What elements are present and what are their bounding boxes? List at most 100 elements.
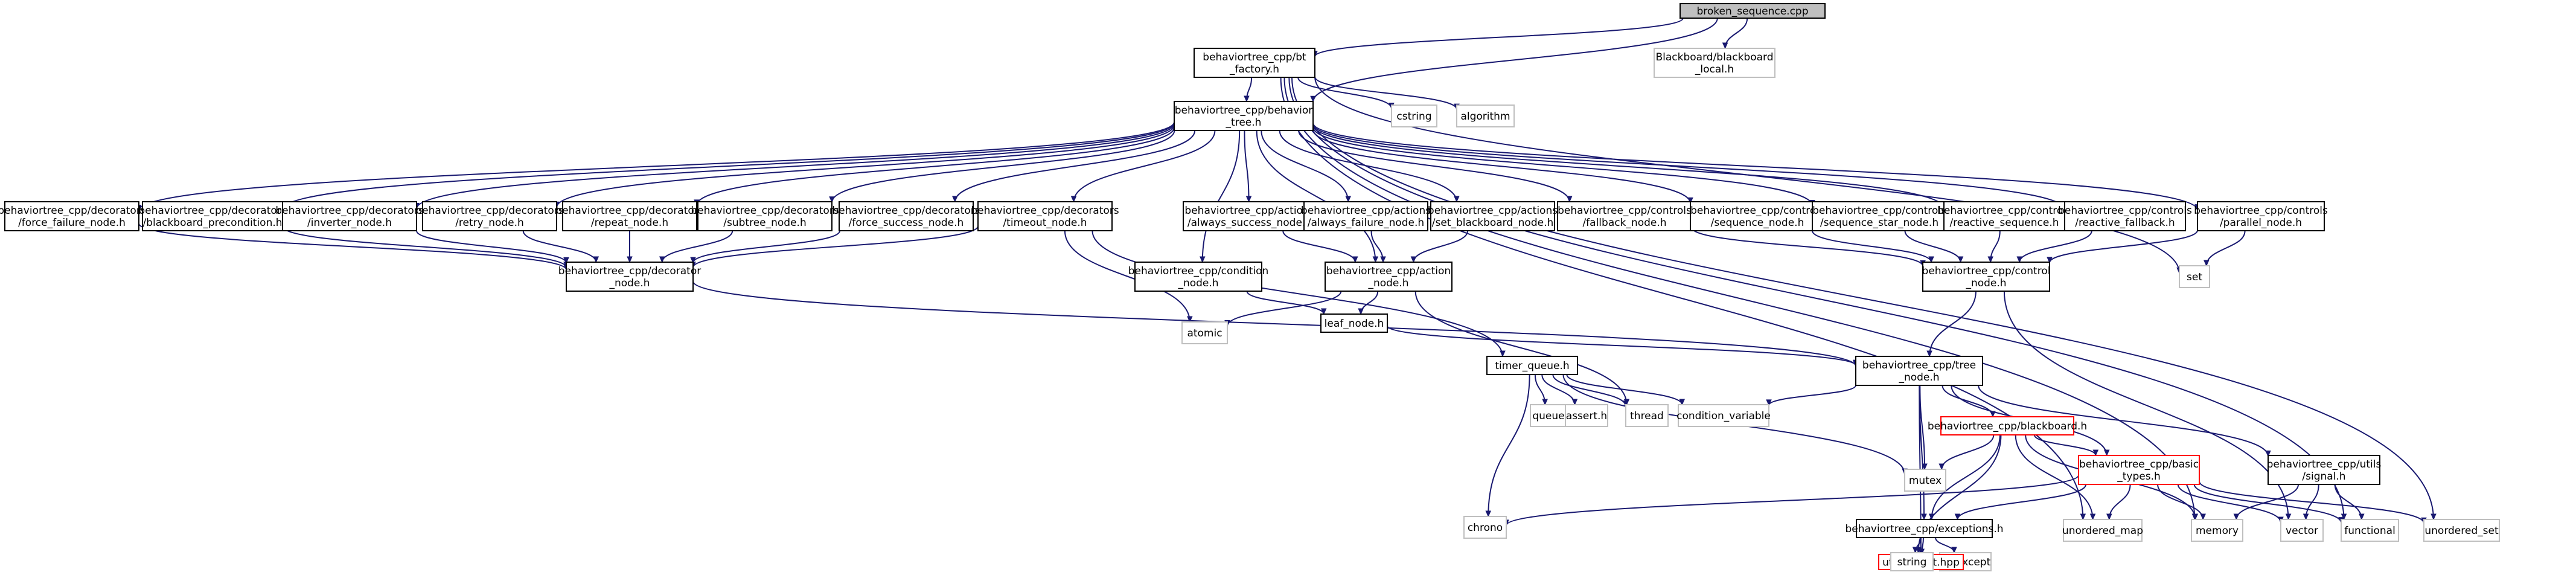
- node-d-retry[interactable]: behaviortree_cpp/decorators/retry_node.h: [415, 201, 564, 231]
- node-memory[interactable]: memory: [2191, 519, 2243, 542]
- node-signal[interactable]: behaviortree_cpp/utils/signal.h: [2267, 455, 2382, 485]
- node-a-always-success[interactable]: behaviortree_cpp/actions/always_success_…: [1183, 201, 1317, 231]
- edge-btree-to-a_always_failure: [1261, 130, 1349, 202]
- edge-btree-to-c_sequence: [1312, 129, 1691, 204]
- edge-c_sequence-to-control_node: [1811, 230, 1932, 263]
- node-d-subtree[interactable]: behaviortree_cpp/decorators/subtree_node…: [691, 201, 839, 231]
- node-string[interactable]: string: [1890, 552, 1934, 571]
- node-box: [1680, 3, 1826, 19]
- node-box: [1557, 201, 1692, 231]
- edge-basic_types-to-chrono: [1506, 475, 2079, 526]
- node-c-sequence[interactable]: behaviortree_cpp/controls/sequence_node.…: [1690, 201, 1825, 231]
- node-label: behaviortree_cpp/decorators: [138, 205, 286, 217]
- node-d-force-success[interactable]: behaviortree_cpp/decorators/force_succes…: [832, 201, 980, 231]
- node-bblocal[interactable]: Blackboard/blackboard_local.h: [1654, 48, 1775, 78]
- node-set[interactable]: set: [2179, 265, 2210, 288]
- node-c-reactive-fb[interactable]: behaviortree_cpp/controls/reactive_fallb…: [2058, 201, 2192, 231]
- node-a-always-failure[interactable]: behaviortree_cpp/actions/always_failure_…: [1301, 201, 1431, 231]
- node-btree[interactable]: behaviortree_cpp/behavior_tree.h: [1174, 101, 1314, 131]
- arrowhead-tree_node-to-basic_types: [2103, 449, 2110, 457]
- node-a-set-bb[interactable]: behaviortree_cpp/actions/set_blackboard_…: [1428, 201, 1558, 231]
- node-algorithm[interactable]: algorithm: [1456, 104, 1515, 127]
- node-control-node[interactable]: behaviortree_cpp/control_node.h: [1922, 262, 2051, 292]
- arrowhead-btree-to-d_subtree: [829, 196, 835, 203]
- arrowhead-d_repeat-to-decorator_node: [627, 256, 633, 263]
- node-c-sequence-star[interactable]: behaviortree_cpp/controls/sequence_star_…: [1812, 201, 1947, 231]
- node-label: thread: [1630, 410, 1664, 422]
- arrowhead-signal-to-memory: [2233, 513, 2240, 521]
- node-label: behaviortree_cpp/actions: [1428, 205, 1558, 217]
- node-label: algorithm: [1460, 111, 1510, 123]
- node-box: [1890, 552, 1934, 571]
- node-d-bb-precond[interactable]: behaviortree_cpp/decorators/blackboard_p…: [138, 201, 287, 231]
- node-queue[interactable]: queue: [1530, 404, 1567, 427]
- arrowhead-c_reactive_fb-to-control_node: [2016, 256, 2022, 263]
- node-box: [562, 201, 697, 231]
- edge-btree-to-c_reactive_fb: [1312, 123, 2065, 210]
- node-c-reactive-seq[interactable]: behaviortree_cpp/controls/reactive_seque…: [1937, 201, 2071, 231]
- node-c-fallback[interactable]: behaviortree_cpp/controls/fallback_node.…: [1557, 201, 1692, 231]
- node-box: [1486, 356, 1578, 375]
- node-c-parallel[interactable]: behaviortree_cpp/controls/parallel_node.…: [2194, 201, 2328, 231]
- node-label: _node.h: [1965, 277, 2006, 289]
- node-label: behaviortree_cpp/control: [1922, 265, 2051, 277]
- edge-action_node-to-thread: [1414, 291, 1628, 405]
- node-decorator-node[interactable]: behaviortree_cpp/decorator_node.h: [558, 262, 701, 292]
- arrowhead-timer_queue-to-queue: [1542, 399, 1548, 406]
- node-tree-node[interactable]: behaviortree_cpp/tree_node.h: [1855, 356, 1983, 386]
- node-action-node[interactable]: behaviortree_cpp/action_node.h: [1325, 262, 1453, 292]
- edge-timer_queue-to-condvar: [1566, 374, 1683, 405]
- node-mutex[interactable]: mutex: [1904, 469, 1946, 492]
- node-box: [2268, 455, 2380, 485]
- node-d-repeat[interactable]: behaviortree_cpp/decorators/repeat_node.…: [555, 201, 704, 231]
- node-label: behaviortree_cpp/action: [1326, 265, 1451, 277]
- node-condvar[interactable]: condition_variable: [1676, 404, 1771, 427]
- node-label: vector: [2286, 525, 2318, 537]
- node-functional[interactable]: functional: [2341, 519, 2399, 542]
- node-label: behaviortree_cpp/basic: [2079, 458, 2199, 471]
- node-exceptions[interactable]: behaviortree_cpp/exceptions.h: [1845, 519, 2004, 538]
- node-label: set: [2187, 271, 2202, 283]
- node-box: [2341, 519, 2399, 542]
- node-leaf-node[interactable]: leaf_node.h: [1320, 313, 1388, 333]
- node-box: [282, 201, 417, 231]
- edge-btree-to-d_repeat: [696, 127, 1175, 206]
- edge-decorator_node-to-tree_node: [692, 281, 1856, 367]
- node-thread[interactable]: thread: [1625, 404, 1669, 427]
- node-root[interactable]: broken_sequence.cpp: [1680, 3, 1826, 19]
- node-blackboard[interactable]: behaviortree_cpp/blackboard.h: [1928, 416, 2087, 435]
- node-label: _factory.h: [1229, 63, 1279, 76]
- edge-btree-to-c_sequence_star: [1312, 126, 1813, 206]
- node-condition-node[interactable]: behaviortree_cpp/condition_node.h: [1128, 262, 1269, 292]
- edge-factory-to-memory: [1283, 77, 2196, 520]
- node-label: _local.h: [1695, 63, 1734, 76]
- node-vector[interactable]: vector: [2280, 519, 2324, 542]
- edge-basic_types-to-unordered_set: [2199, 481, 2424, 524]
- node-label: /timeout_node.h: [1003, 217, 1087, 229]
- arrowhead-a_set_bb-to-action_node: [1410, 256, 1417, 263]
- edge-a_always_success-to-action_node: [1282, 230, 1356, 263]
- edge-timer_queue-to-thread: [1552, 374, 1626, 407]
- node-label: behaviortree_cpp/decorators: [555, 205, 703, 217]
- node-assert[interactable]: assert.h: [1565, 404, 1608, 427]
- node-label: _node.h: [1177, 277, 1218, 289]
- node-cstring[interactable]: cstring: [1391, 104, 1437, 127]
- node-atomic[interactable]: atomic: [1181, 321, 1228, 344]
- node-factory[interactable]: behaviortree_cpp/bt_factory.h: [1194, 48, 1315, 78]
- node-d-force-failure[interactable]: behaviortree_cpp/decorators/force_failur…: [0, 201, 146, 231]
- arrowhead-d_timeout-to-atomic: [1187, 316, 1193, 323]
- arrowhead-factory-to-functional: [2341, 513, 2347, 521]
- node-d-inverter[interactable]: behaviortree_cpp/decorators/inverter_nod…: [275, 201, 424, 231]
- node-basic-types[interactable]: behaviortree_cpp/basic_types.h: [2078, 455, 2200, 485]
- edge-d_bb_precond-to-decorator_node: [282, 226, 567, 268]
- node-unordered-set[interactable]: unordered_set: [2423, 519, 2500, 542]
- arrowhead-timer_queue-to-thread: [1623, 400, 1629, 407]
- node-d-timeout[interactable]: behaviortree_cpp/decorators/timeout_node…: [971, 201, 1119, 231]
- node-label: behaviortree_cpp/decorators: [0, 205, 146, 217]
- node-chrono[interactable]: chrono: [1463, 516, 1507, 539]
- node-timer-queue[interactable]: timer_queue.h: [1486, 356, 1578, 375]
- node-label: /reactive_sequence.h: [1949, 217, 2059, 229]
- node-box: [1678, 404, 1769, 427]
- node-label: memory: [2196, 525, 2239, 537]
- node-unordered-map[interactable]: unordered_map: [2062, 519, 2143, 542]
